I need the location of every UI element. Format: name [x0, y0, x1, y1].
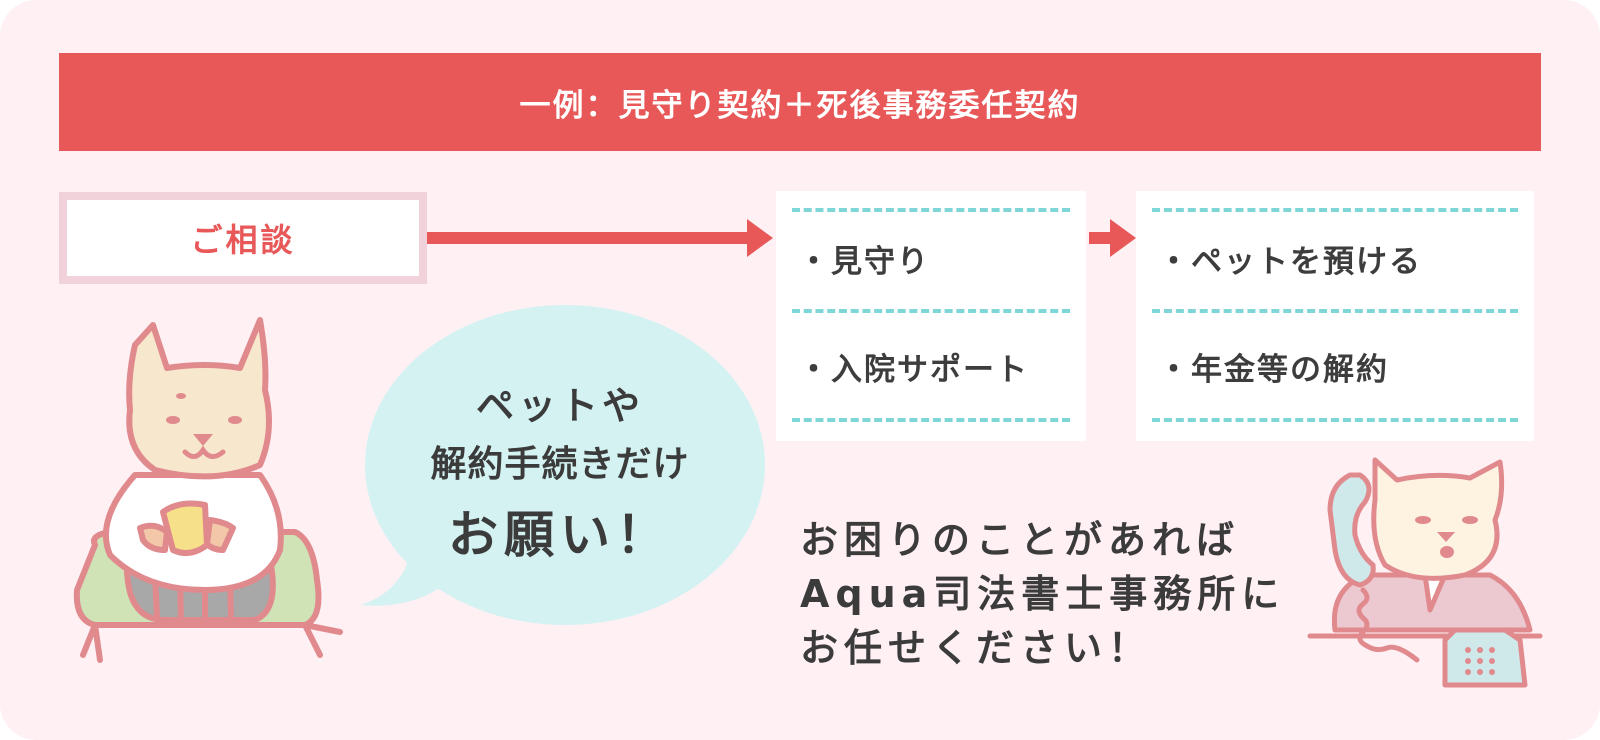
- closing-message: お困りのことがあれば Aqua司法書士事務所に お任せください！: [800, 513, 1285, 675]
- header-title: 一例：見守り契約＋死後事務委任契約: [519, 87, 1081, 124]
- arrow-right-icon: [747, 219, 773, 257]
- arrow-right-icon: [1110, 219, 1136, 257]
- list-item: ・ペットを預ける: [1158, 244, 1422, 280]
- arrow-shaft: [1089, 232, 1111, 244]
- speech-bubble-shape-icon: [360, 305, 765, 625]
- list-item: ・年金等の解約: [1158, 352, 1389, 388]
- dotted-divider: [792, 309, 1070, 313]
- dotted-divider: [792, 208, 1070, 212]
- dotted-divider: [792, 418, 1070, 422]
- consultation-label: ご相談: [190, 221, 296, 259]
- service-list-box-2: ・ペットを預ける ・年金等の解約: [1136, 191, 1534, 441]
- closing-line-3: お任せください！: [800, 626, 1153, 670]
- dotted-divider: [1152, 309, 1518, 313]
- closing-line-1: お困りのことがあれば: [800, 518, 1241, 562]
- bubble-line-3: お願い！: [448, 506, 672, 564]
- consultation-box: ご相談: [59, 192, 427, 284]
- service-list-box-1: ・見守り ・入院サポート: [776, 191, 1086, 441]
- list-item: ・見守り: [798, 244, 930, 280]
- dotted-divider: [1152, 208, 1518, 212]
- arrow-shaft: [427, 232, 747, 244]
- bubble-line-1: ペットや: [475, 384, 644, 428]
- dotted-divider: [1152, 418, 1518, 422]
- speech-bubble: ペットや 解約手続きだけ お願い！: [355, 300, 765, 640]
- cat-on-telephone-illustration-icon: [1307, 457, 1543, 688]
- list-item: ・入院サポート: [798, 352, 1029, 388]
- header-banner: 一例：見守り契約＋死後事務委任契約: [59, 53, 1541, 151]
- bubble-line-2: 解約手続きだけ: [430, 444, 690, 485]
- cat-with-teacup-illustration-icon: [73, 317, 343, 663]
- closing-line-2: Aqua司法書士事務所に: [800, 572, 1286, 616]
